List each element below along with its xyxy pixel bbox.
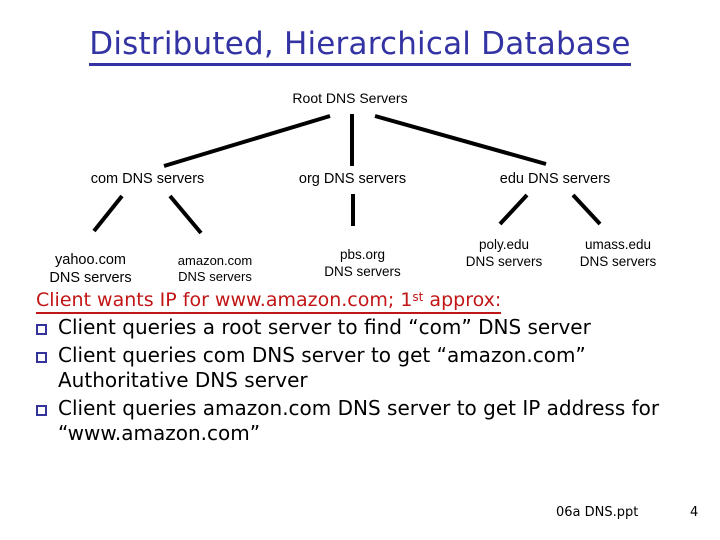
body-heading-superscript: st: [412, 290, 424, 304]
tree-node-edu: edu DNS servers: [499, 171, 611, 187]
tree-node-pbs-line1: pbs.org: [339, 247, 386, 262]
edge-root-edu: [374, 114, 547, 166]
tree-node-yahoo-line1: yahoo.com: [55, 252, 126, 268]
tree-node-poly-line2: DNS servers: [465, 254, 543, 269]
list-item: Client queries amazon.com DNS server to …: [36, 396, 686, 446]
page-title: Distributed, Hierarchical Database: [0, 26, 720, 66]
bullet-text-1: Client queries a root server to find “co…: [58, 315, 591, 339]
list-item: Client queries a root server to find “co…: [36, 315, 686, 340]
square-bullet-icon: [36, 324, 47, 335]
edge-edu-umass: [571, 193, 602, 226]
list-item: Client queries com DNS server to get “am…: [36, 343, 686, 393]
bullet-text-3: Client queries amazon.com DNS server to …: [58, 396, 660, 445]
bullet-text-2: Client queries com DNS server to get “am…: [58, 343, 586, 392]
footer-filename: 06a DNS.ppt: [556, 505, 639, 520]
body-heading: Client wants IP for www.amazon.com; 1st …: [36, 288, 686, 314]
tree-node-amazon: amazon.com DNS servers: [155, 237, 275, 301]
tree-node-yahoo: yahoo.com DNS servers: [28, 233, 153, 305]
body-heading-post: approx:: [423, 289, 502, 311]
edge-root-com: [163, 114, 331, 168]
tree-node-root: Root DNS Servers: [292, 90, 408, 106]
tree-node-poly-line1: poly.edu: [478, 237, 530, 252]
tree-node-amazon-line1: amazon.com: [177, 253, 253, 268]
tree-node-amazon-line2: DNS servers: [178, 269, 252, 284]
edge-com-amazon: [168, 194, 203, 235]
tree-node-org: org DNS servers: [298, 171, 407, 187]
body-heading-pre: Client wants IP for www.amazon.com; 1: [36, 289, 413, 311]
tree-node-umass: umass.edu DNS servers: [558, 219, 678, 287]
body-content: Client wants IP for www.amazon.com; 1st …: [36, 288, 686, 446]
tree-node-com: com DNS servers: [90, 171, 205, 187]
dns-hierarchy-diagram: Root DNS Servers com DNS servers org DNS…: [49, 90, 678, 287]
page-title-text: Distributed, Hierarchical Database: [89, 26, 631, 66]
edge-com-yahoo: [92, 194, 124, 233]
tree-node-umass-line1: umass.edu: [584, 237, 652, 252]
tree-node-pbs: pbs.org DNS servers: [305, 229, 420, 297]
footer-page-number: 4: [690, 505, 699, 520]
tree-node-pbs-line2: DNS servers: [324, 264, 401, 279]
edge-edu-poly: [498, 193, 529, 226]
square-bullet-icon: [36, 352, 47, 363]
square-bullet-icon: [36, 405, 47, 416]
tree-node-yahoo-line2: DNS servers: [49, 270, 132, 286]
tree-connector-lines: [92, 114, 602, 235]
tree-node-umass-line2: DNS servers: [579, 254, 657, 269]
tree-node-poly: poly.edu DNS servers: [450, 219, 558, 287]
